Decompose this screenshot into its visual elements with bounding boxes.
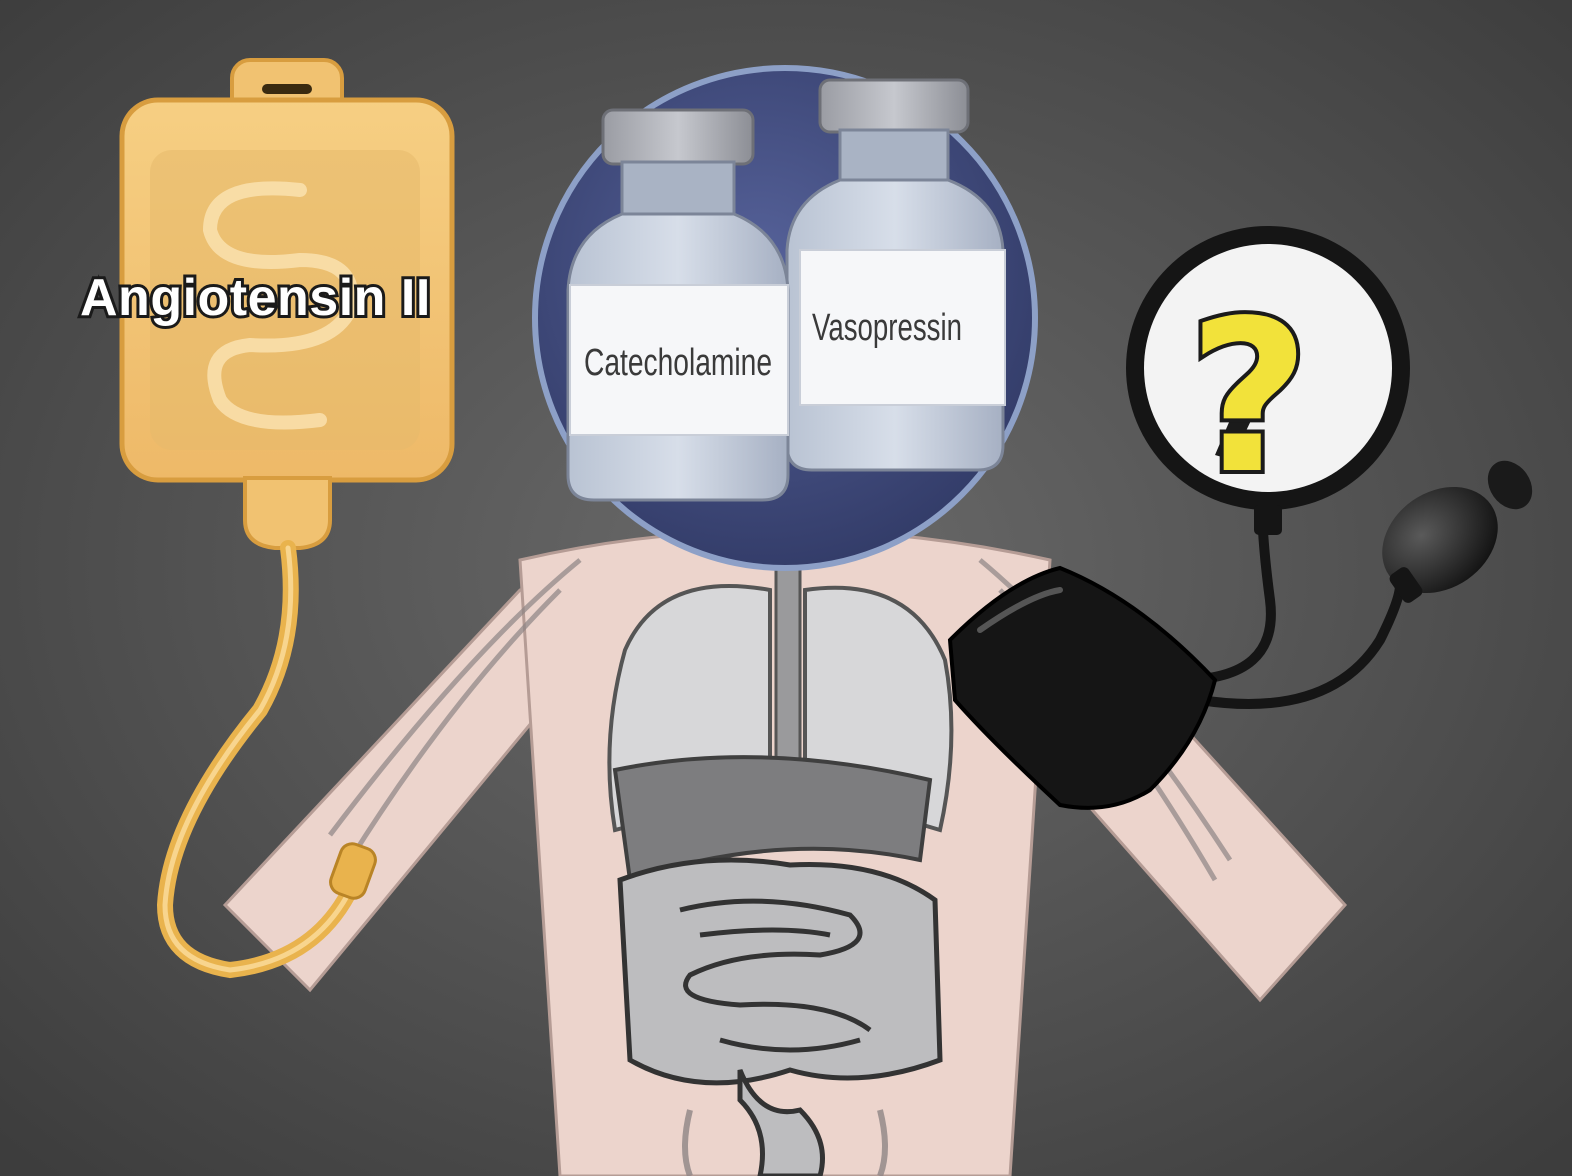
vial-right-label: Vasopressin [812, 307, 962, 349]
trachea [776, 565, 800, 765]
iv-bag-neck [245, 478, 330, 548]
vial-left-label: Catecholamine [584, 342, 772, 384]
gauge-stem [1254, 505, 1282, 535]
iv-bag-label: Angiotensin II [80, 269, 431, 327]
medication-vials-group: Vasopressin Catecholamine [535, 68, 1035, 568]
vial-right-neck [840, 130, 948, 180]
vial-left-cap [603, 110, 753, 164]
vial-left-neck [622, 162, 734, 214]
vial-right-cap [820, 80, 968, 132]
gauge-question-mark: ? [1188, 275, 1310, 520]
iv-bag-hanger-slot [262, 84, 312, 94]
